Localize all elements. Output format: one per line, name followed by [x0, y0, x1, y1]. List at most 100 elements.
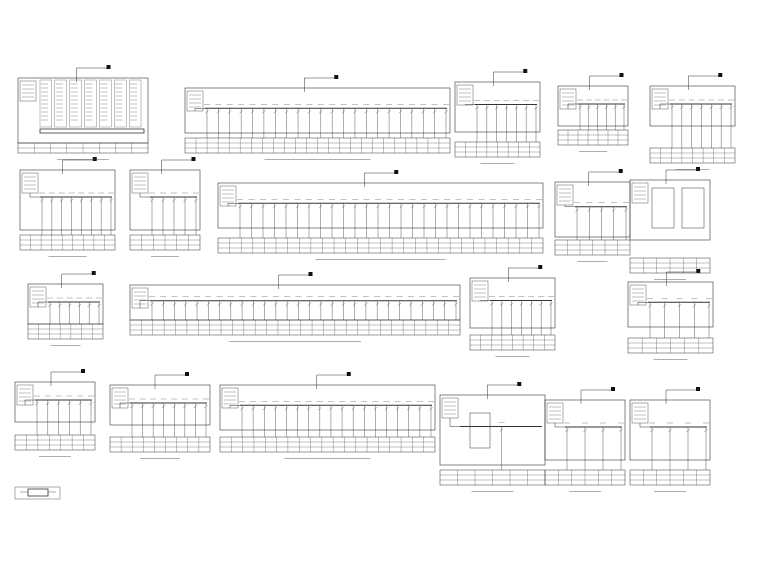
- schedule-table: [629, 469, 711, 486]
- panel-p02: [184, 75, 451, 138]
- feeder-breaker: [677, 304, 682, 308]
- feeder-breaker: [240, 302, 244, 306]
- panel-p06: [19, 157, 116, 235]
- feeder-breaker: [172, 198, 176, 203]
- feeder-breaker: [69, 198, 74, 203]
- feeder-breaker: [699, 105, 704, 110]
- feeder-breaker: [273, 110, 277, 114]
- panels-layer: [14, 65, 736, 470]
- feeder-breaker: [525, 205, 530, 209]
- feeder-breaker: [468, 205, 472, 209]
- feeder-breaker: [89, 198, 93, 203]
- feeder-breaker: [719, 105, 723, 110]
- cabinet-bay: [69, 79, 82, 128]
- panel-p20: [629, 387, 711, 470]
- feeder-breaker: [99, 198, 103, 203]
- feeder-breaker: [364, 110, 368, 114]
- feeder-breaker: [330, 205, 334, 209]
- feeder-breaker: [183, 404, 187, 409]
- feeder-breaker: [362, 407, 366, 411]
- feeder-breaker: [50, 198, 54, 203]
- cabinet-bay: [99, 79, 112, 128]
- feeder-breaker: [431, 302, 436, 306]
- feeder-breaker: [296, 110, 300, 114]
- schedule-frame: [27, 323, 104, 340]
- feeder-breaker: [239, 110, 243, 114]
- feeder-breaker: [490, 302, 494, 306]
- feeder-breaker: [692, 304, 696, 308]
- schedule-frame: [557, 129, 629, 146]
- feeder-breaker: [443, 302, 447, 306]
- feeder-breaker: [341, 302, 346, 306]
- feeder-breaker: [364, 302, 368, 306]
- feeder-breaker: [485, 106, 489, 110]
- feeder-breaker: [330, 110, 334, 114]
- feeder-breaker: [272, 205, 277, 209]
- feeder-breaker: [587, 208, 591, 212]
- panel-enclosure: [469, 277, 556, 329]
- panel-p13: [469, 265, 556, 335]
- feeder-breaker: [353, 205, 357, 209]
- cabinet-bay: [54, 79, 67, 128]
- feeder-breaker: [376, 205, 380, 209]
- feeder-breaker: [387, 110, 391, 114]
- feeder-breaker: [410, 110, 414, 114]
- feeder-breaker: [595, 105, 600, 110]
- feeder-breaker: [663, 304, 667, 308]
- schedule-table: [554, 239, 631, 256]
- supply-marker: [308, 272, 313, 276]
- schedule-table: [649, 147, 736, 164]
- feeder-breaker: [194, 198, 198, 203]
- feeder-breaker: [549, 302, 553, 306]
- feeder-breaker: [399, 205, 403, 209]
- feeder-breaker: [495, 106, 499, 110]
- schedule-table: [184, 137, 451, 154]
- feeder-breaker: [318, 407, 322, 411]
- feeder-breaker: [262, 302, 267, 306]
- feeder-breaker: [578, 105, 582, 110]
- feeder-breaker: [40, 198, 44, 203]
- legend-symbol: [27, 488, 49, 497]
- feeder-breaker: [407, 407, 411, 411]
- schedule-table: [17, 142, 149, 154]
- tables-layer: [14, 129, 736, 486]
- feeder-breaker: [396, 407, 400, 411]
- panel-enclosure: [184, 87, 451, 134]
- supply-marker: [718, 73, 723, 77]
- feeder-breaker: [307, 205, 311, 209]
- schedule-table: [19, 234, 116, 251]
- cabinet-bay: [114, 79, 127, 128]
- legend-frame: [14, 486, 61, 500]
- supply-marker: [81, 369, 85, 373]
- feeder-breaker: [238, 205, 242, 209]
- supply-marker: [191, 157, 196, 161]
- supply-marker: [394, 170, 399, 174]
- feeder-breaker: [519, 302, 524, 306]
- feeder-breaker: [514, 106, 518, 110]
- feeder-breaker: [162, 404, 166, 409]
- feeder-breaker: [613, 105, 617, 110]
- schedule-frame: [14, 434, 96, 451]
- feeder-breaker: [341, 205, 346, 209]
- feeder-breaker: [690, 105, 694, 110]
- panel-p07: [129, 157, 201, 235]
- supply-marker: [538, 265, 543, 269]
- schedule-frame: [19, 234, 116, 251]
- feeder-breaker: [445, 205, 449, 209]
- feeder-breaker: [273, 407, 277, 411]
- feeder-breaker: [295, 205, 300, 209]
- schedule-frame: [109, 436, 211, 453]
- feeder-breaker: [709, 105, 713, 110]
- feeder-breaker: [619, 428, 623, 433]
- panel-enclosure: [129, 169, 201, 231]
- feeder-breaker: [216, 110, 221, 114]
- feeder-breaker: [624, 208, 628, 212]
- feeder-breaker: [539, 302, 543, 306]
- feeder-breaker: [418, 407, 422, 411]
- feeder-breaker: [78, 401, 82, 406]
- feeder-breaker: [422, 205, 426, 209]
- feeder-breaker: [330, 302, 334, 306]
- supply-marker: [346, 372, 351, 376]
- panel-enclosure: [454, 81, 541, 133]
